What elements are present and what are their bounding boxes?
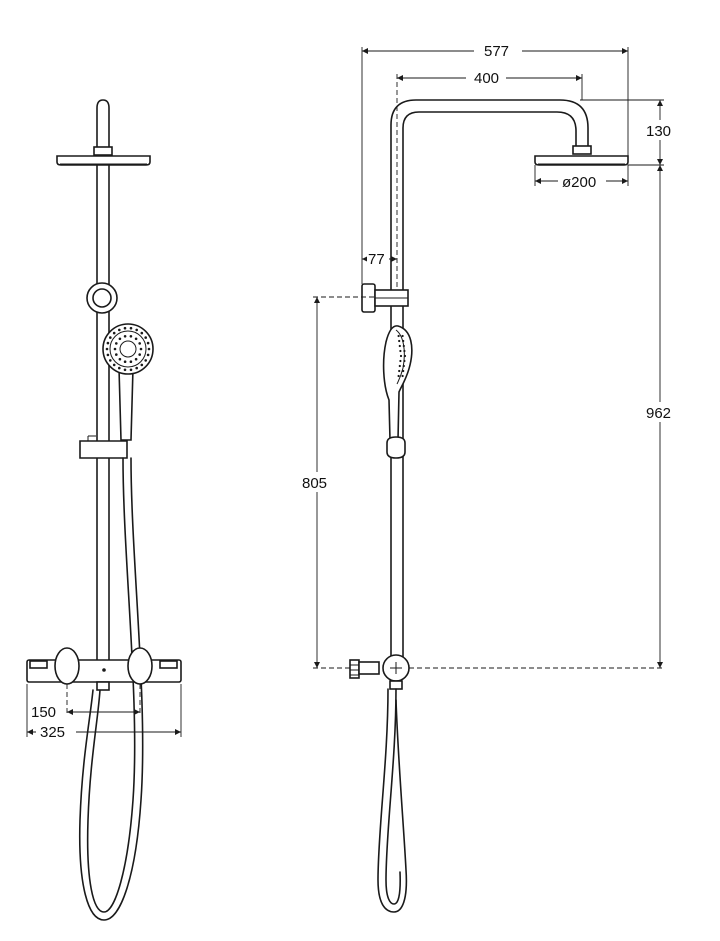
dimension-head-height: 130: [580, 99, 678, 166]
front-thermostatic-mixer: [26, 647, 182, 691]
nozzle-dot: [123, 335, 127, 338]
nozzle-dot: [109, 359, 112, 362]
side-hand-shower: [382, 325, 413, 441]
nozzle-dot: [147, 347, 151, 351]
nozzle-dot: [397, 374, 400, 378]
dimension-mixer-width: 325: [26, 684, 182, 741]
side-mixer: [349, 654, 410, 690]
nozzle-dot: [397, 334, 400, 338]
nozzle-dot: [123, 360, 127, 364]
side-hose: [377, 688, 408, 913]
dim-label-bracket-to-inlet: 805: [302, 475, 327, 492]
side-arm-outer: [390, 99, 589, 291]
dim-label-mixer-width: 325: [40, 724, 65, 741]
dimension-inlet-spacing: 150: [30, 684, 141, 721]
nozzle-dot: [134, 337, 138, 341]
nozzle-dot: [118, 357, 122, 361]
front-hose: [86, 457, 136, 913]
dimension-bracket-to-inlet: 805: [300, 296, 375, 669]
nozzle-dot: [403, 359, 406, 363]
nozzle-dot: [139, 347, 143, 351]
nozzle-dot: [112, 331, 116, 335]
nozzle-dot: [115, 353, 118, 356]
front-hand-shower: [102, 323, 154, 441]
dimension-total-height: 962: [409, 165, 678, 669]
nozzle-dot: [402, 344, 405, 348]
dim-label-wall-offset: 77: [368, 251, 385, 268]
side-view: 577 400 130: [300, 40, 678, 913]
nozzle-dot: [118, 337, 122, 341]
dim-label-arm-projection: 400: [474, 70, 499, 87]
nozzle-dot: [135, 328, 138, 332]
dimension-arm-projection: 400: [396, 67, 583, 290]
nozzle-dot: [105, 347, 109, 351]
front-view: 150 325: [26, 99, 182, 921]
nozzle-dot: [129, 360, 133, 364]
dim-label-inlet-spacing: 150: [31, 704, 56, 721]
nozzle-dot: [129, 368, 133, 372]
dimension-overall-projection: 577: [361, 40, 629, 284]
nozzle-dot: [146, 341, 150, 345]
nozzle-dot: [399, 359, 402, 363]
nozzle-dot: [135, 366, 138, 370]
nozzle-dot: [138, 342, 141, 345]
nozzle-dot: [402, 369, 405, 373]
nozzle-dot: [113, 347, 117, 351]
front-wall-bracket-hole: [92, 288, 112, 308]
nozzle-dot: [138, 353, 141, 356]
nozzle-dot: [402, 364, 405, 368]
nozzle-dot: [134, 357, 138, 361]
nozzle-dot: [106, 353, 110, 357]
front-head-connector: [93, 146, 113, 156]
side-slider-holder: [386, 436, 406, 459]
nozzle-dot: [118, 366, 121, 370]
nozzle-dot: [146, 353, 150, 357]
nozzle-dot: [402, 339, 405, 343]
dim-label-overall-projection: 577: [484, 43, 509, 60]
nozzle-dot: [144, 336, 147, 339]
dim-label-head-diameter: ø200: [562, 174, 596, 191]
nozzle-dot: [399, 354, 403, 358]
nozzle-dot: [106, 341, 110, 345]
nozzle-dot: [144, 359, 147, 362]
front-slider-holder: [79, 440, 128, 459]
front-head-shower: [56, 155, 151, 166]
dimension-wall-offset: 77: [362, 249, 397, 268]
nozzle-dot: [399, 349, 402, 353]
dim-label-total-height: 962: [646, 405, 671, 422]
nozzle-dot: [123, 326, 127, 330]
dimension-head-diameter: ø200: [534, 165, 629, 191]
nozzle-dot: [401, 374, 404, 378]
side-head-connector: [572, 145, 592, 155]
nozzle-dot: [123, 368, 127, 372]
side-hand-shower-nozzles: [397, 334, 407, 378]
side-head-shower: [534, 155, 629, 166]
nozzle-dot: [140, 363, 144, 367]
nozzle-dot: [398, 369, 401, 373]
side-arm-inner: [402, 111, 577, 291]
side-wall-bracket: [361, 283, 409, 313]
front-arm-tip: [96, 99, 110, 149]
nozzle-dot: [403, 349, 406, 353]
nozzle-dot: [109, 336, 112, 339]
nozzle-dot: [115, 342, 118, 345]
nozzle-dot: [140, 331, 144, 335]
dim-label-head-height: 130: [646, 123, 671, 140]
nozzle-dot: [129, 335, 133, 338]
nozzle-dot: [112, 363, 116, 367]
nozzle-dot: [398, 339, 401, 343]
nozzle-dot: [129, 326, 133, 330]
nozzle-dot: [398, 364, 401, 368]
nozzle-dot: [403, 354, 407, 358]
front-hand-shower-nozzles: [105, 326, 151, 372]
nozzle-dot: [401, 334, 404, 338]
nozzle-dot: [118, 328, 121, 332]
nozzle-dot: [398, 344, 401, 348]
